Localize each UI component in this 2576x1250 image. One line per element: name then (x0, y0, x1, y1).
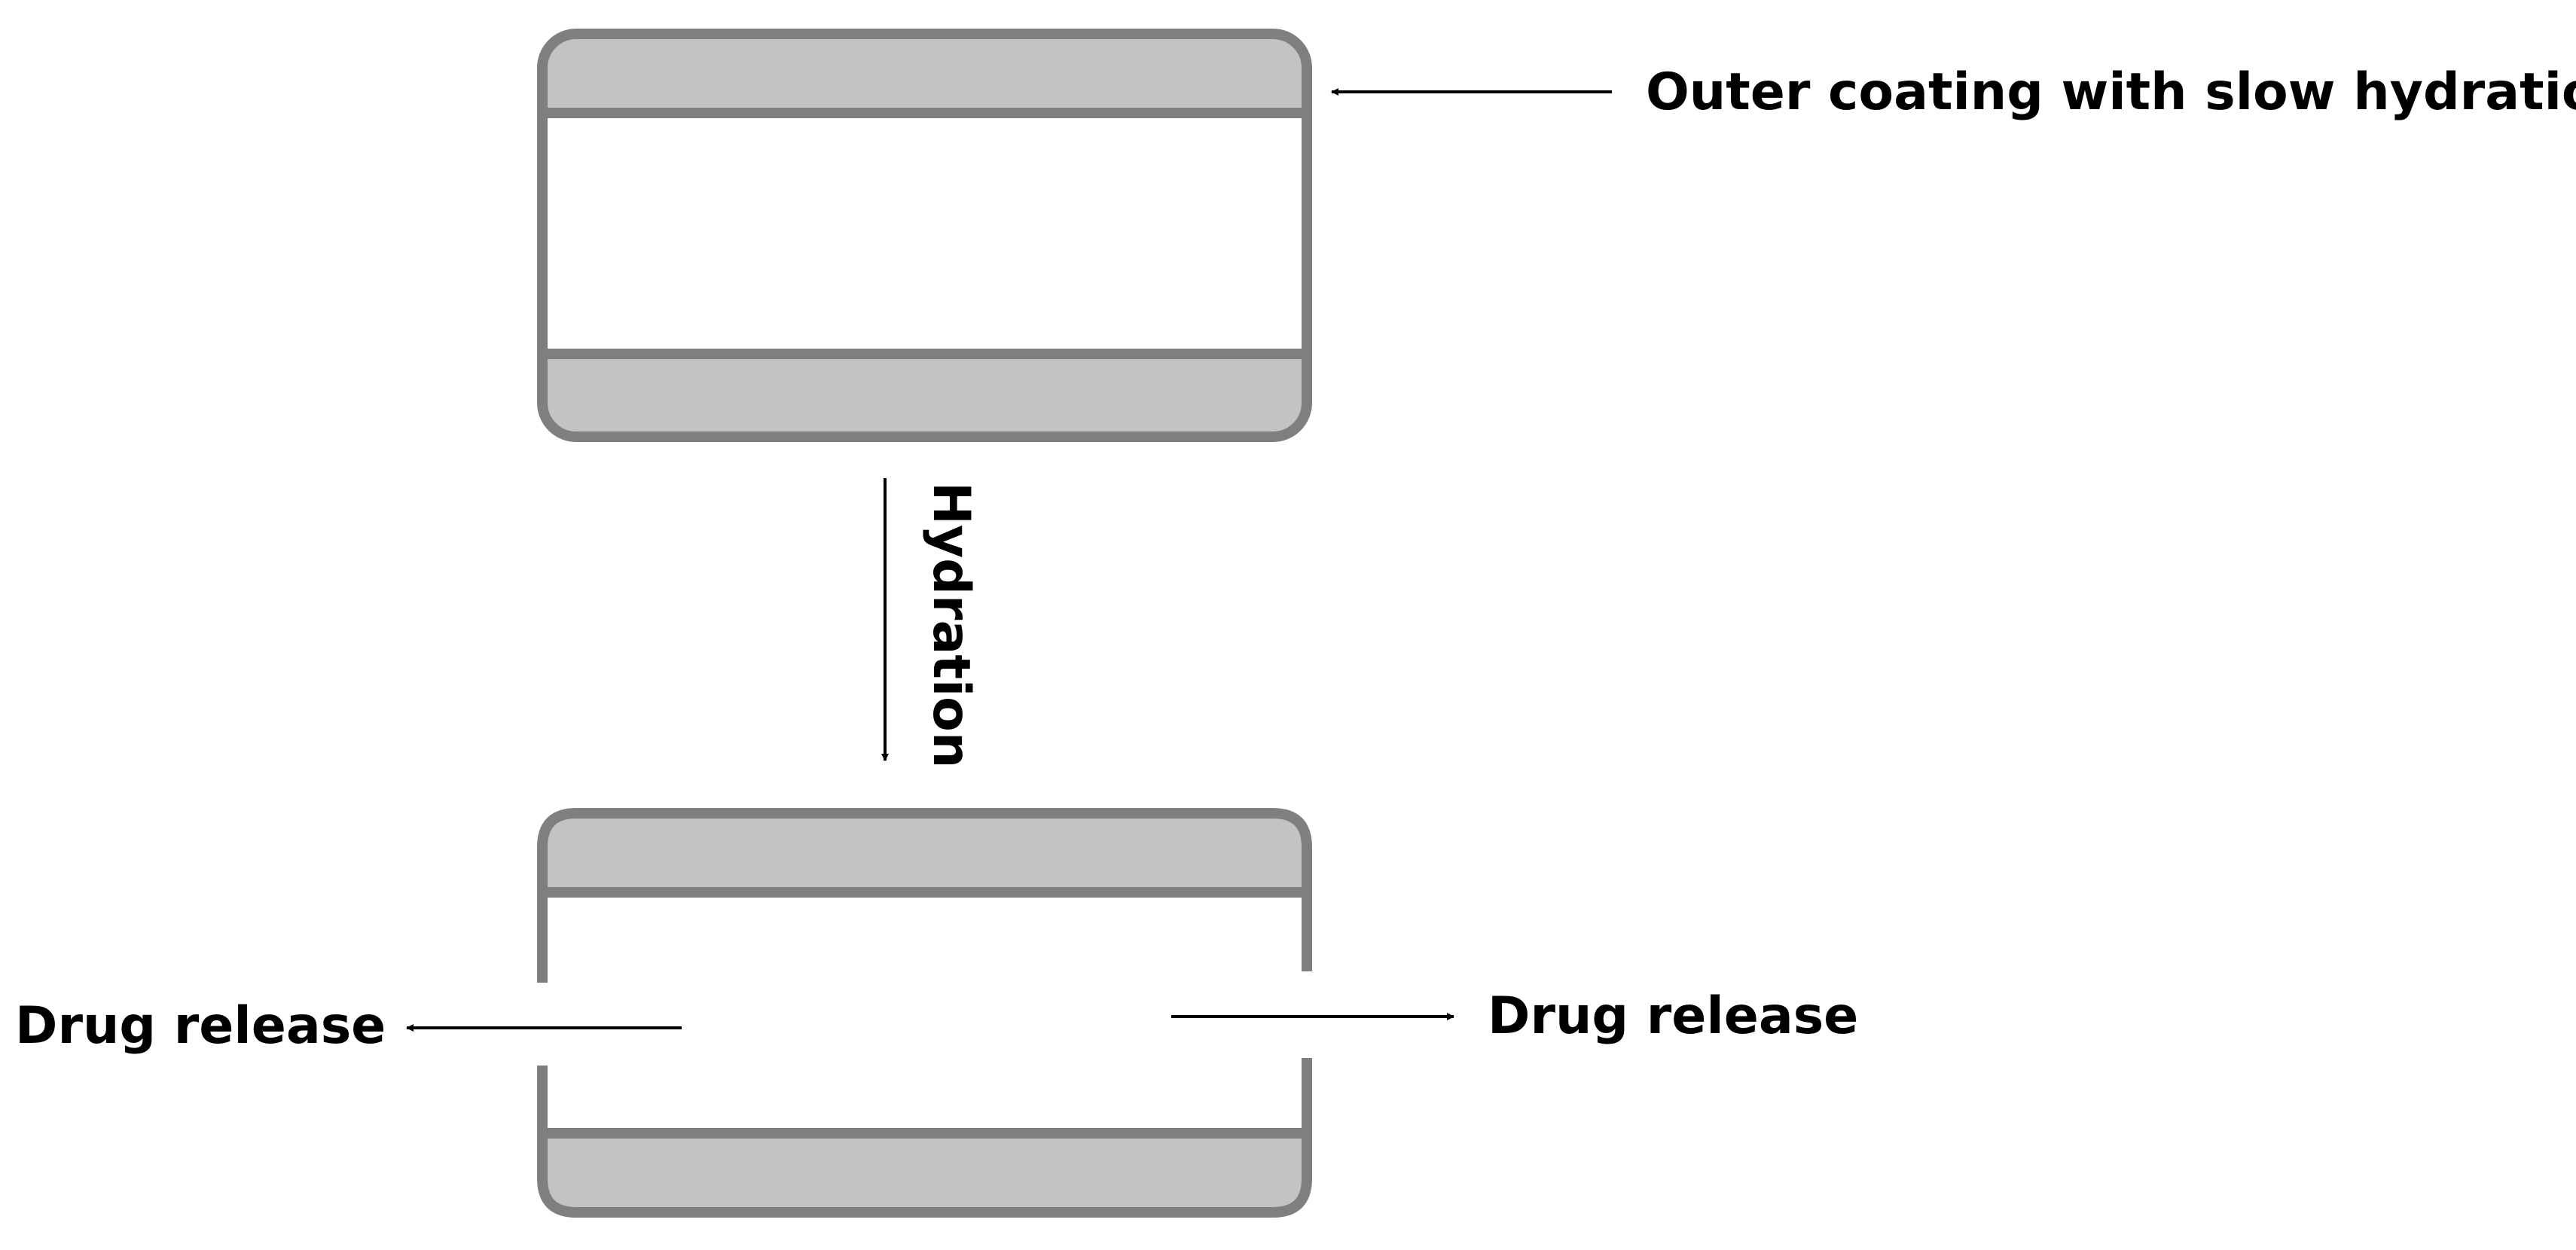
hydration-label: Hydration (921, 482, 981, 768)
intact-tablet-top-coating (542, 34, 1307, 113)
hydrated-tablet-top-coating (542, 813, 1307, 892)
hydrated-tablet-bottom-coating (542, 1133, 1307, 1212)
outer-coating-label: Outer coating with slow hydration (1646, 62, 2576, 122)
intact-tablet-outline (537, 29, 1312, 442)
intact-tablet (537, 29, 1312, 442)
hydrated-tablet-outline (537, 808, 1312, 1218)
hydrated-tablet (537, 808, 1312, 1218)
drug-release-left-label: Drug release (15, 996, 386, 1056)
drug-release-right-label: Drug release (1488, 986, 1858, 1046)
intact-tablet-bottom-coating (542, 354, 1307, 437)
